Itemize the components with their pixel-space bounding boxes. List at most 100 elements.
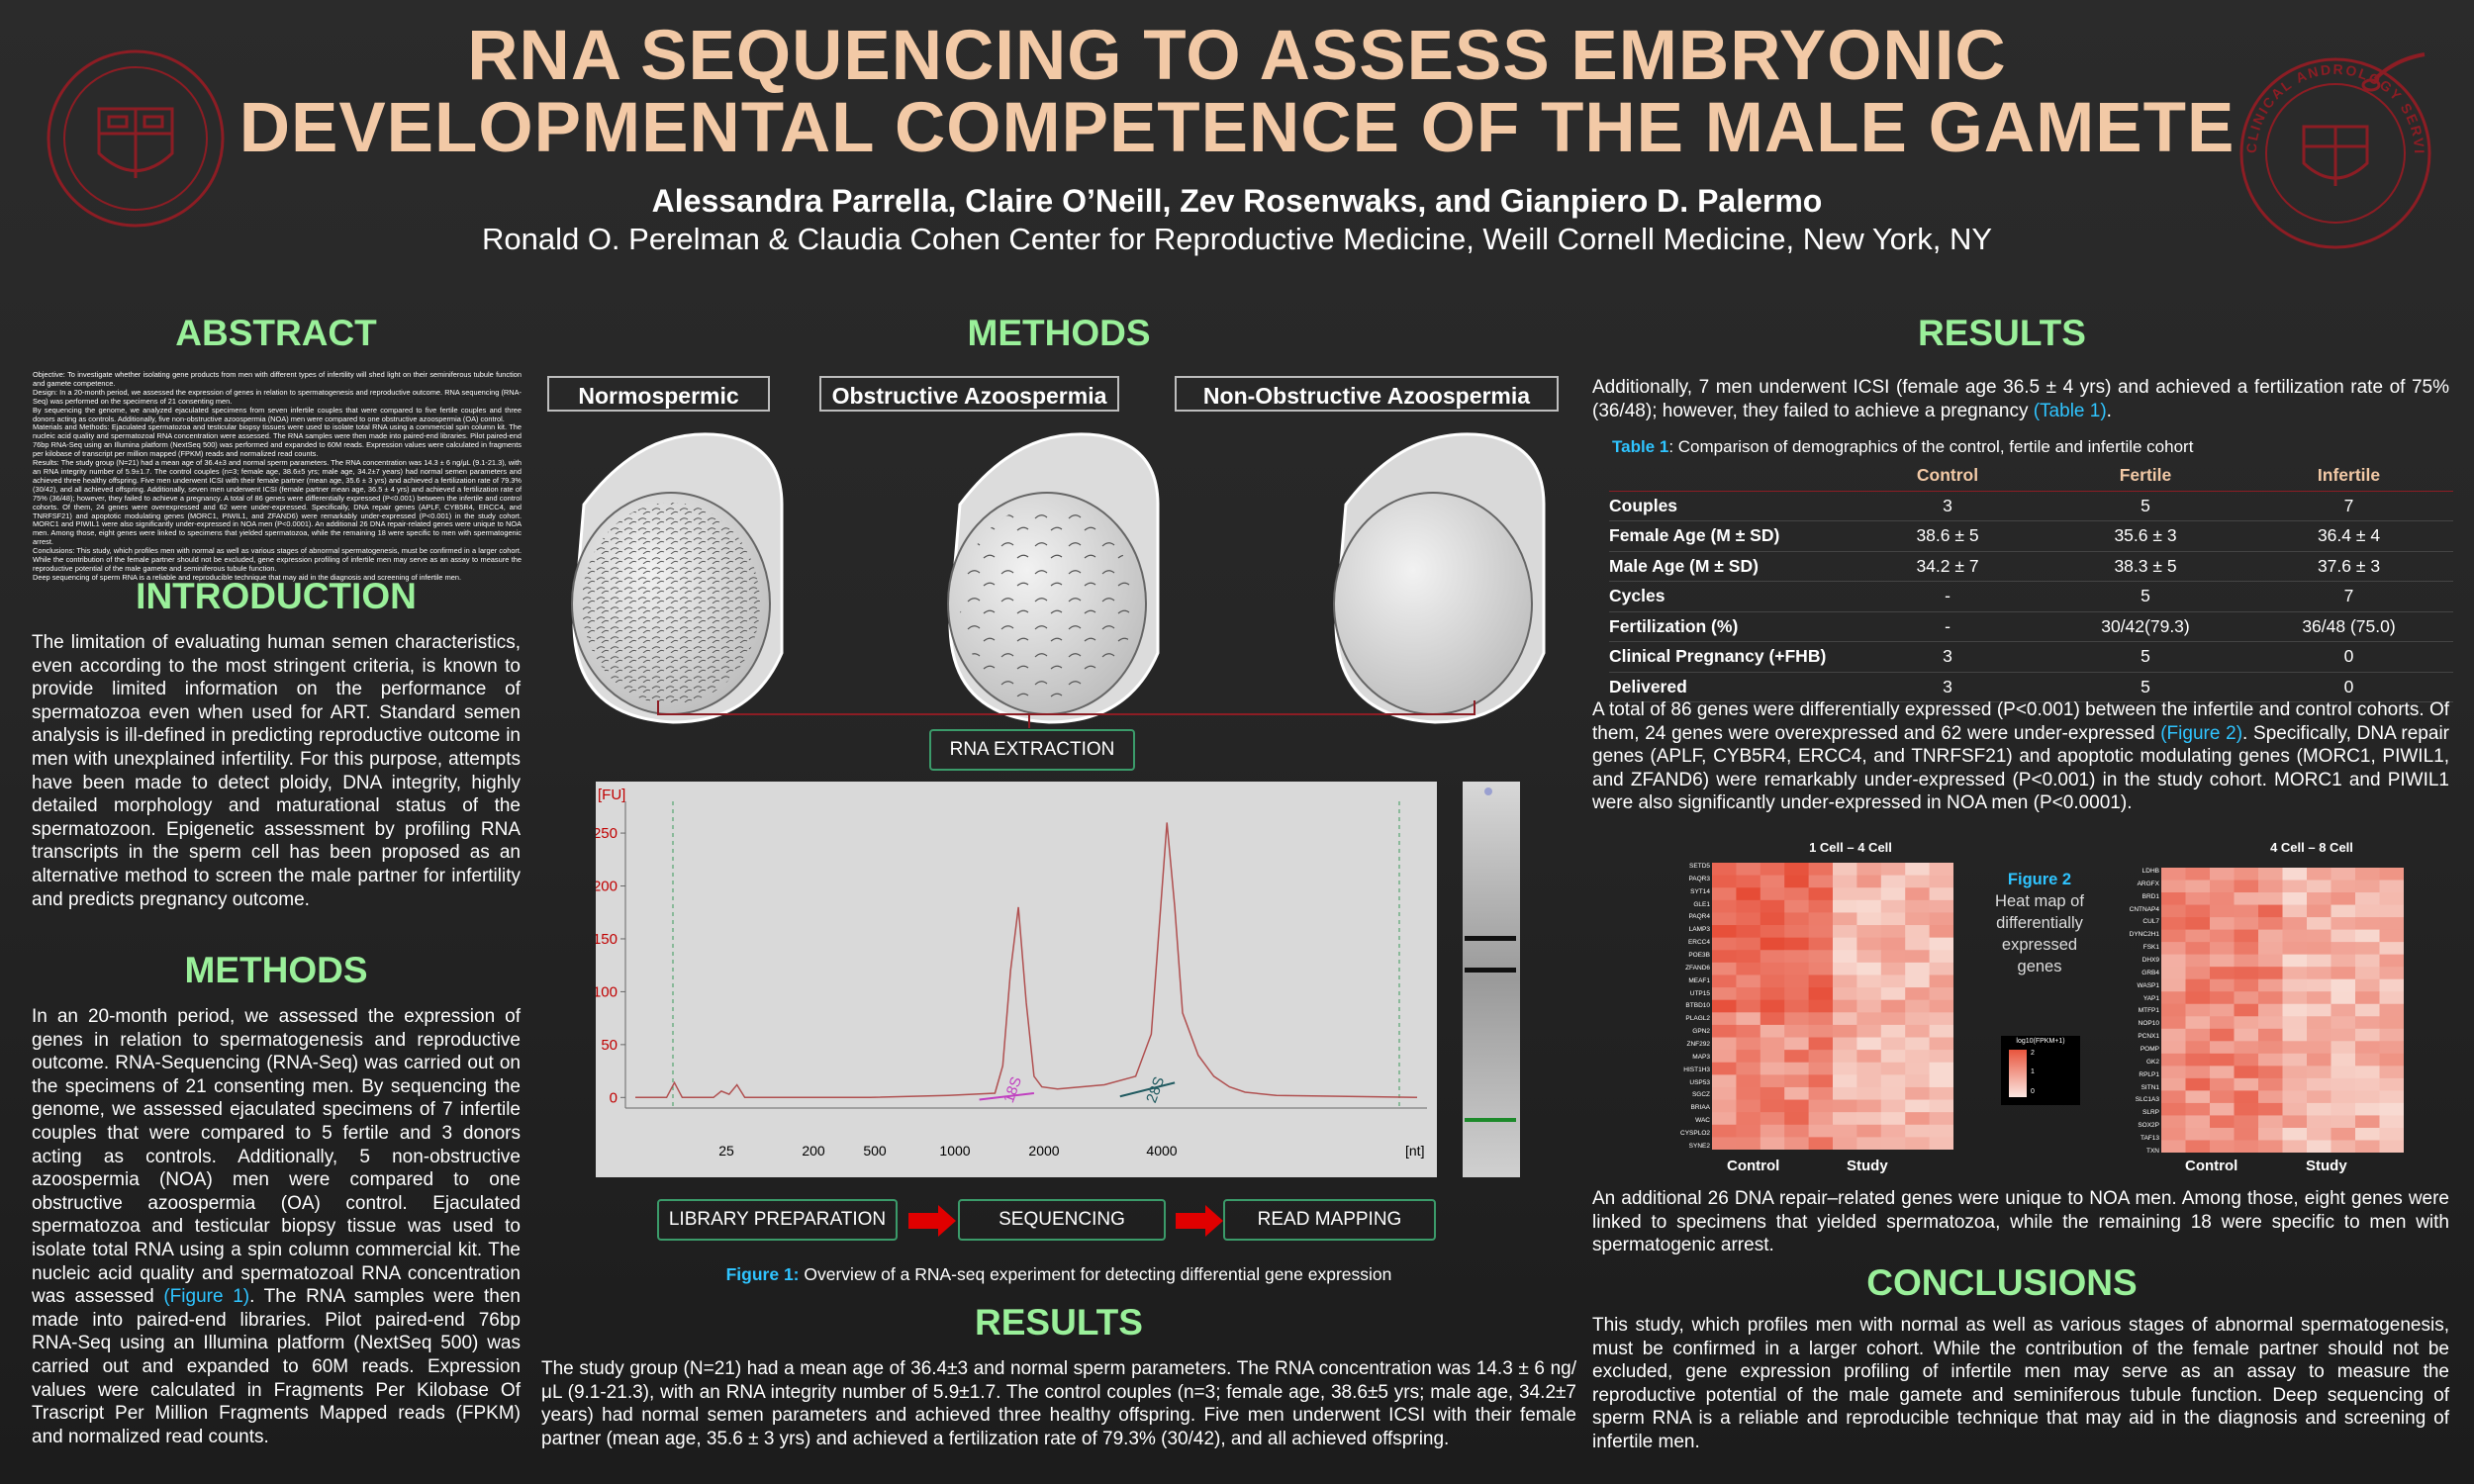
- heatmap-cell: [1712, 899, 1737, 913]
- heatmap-cell: [2258, 1041, 2283, 1055]
- heatmap-cell: [1880, 1037, 1906, 1051]
- heatmap-cell: [1736, 999, 1761, 1013]
- heatmap-cell: [2185, 917, 2211, 931]
- abstract-design: Design: In a 20-month period, we assesse…: [33, 387, 522, 406]
- heatmap-cell: [1929, 925, 1953, 939]
- heatmap-cell: [1784, 875, 1810, 888]
- heatmap-cell: [1808, 899, 1834, 913]
- abstract-conclusions: Conclusions: This study, which profiles …: [33, 546, 522, 573]
- chart-ylabel: [FU]: [598, 787, 625, 803]
- affiliation: Ronald O. Perelman & Claudia Cohen Cente…: [481, 222, 1993, 256]
- heatmap-cell: [2379, 1102, 2404, 1116]
- heatmap-cell: [1880, 1124, 1906, 1138]
- heatmap-cell: [2210, 1090, 2235, 1104]
- heatmap-cell: [2282, 1016, 2308, 1030]
- legend-title: log10(FPKM+1): [2016, 1038, 2065, 1045]
- heatmap-cell: [1736, 1112, 1761, 1126]
- rna-extraction-box: RNA EXTRACTION: [929, 729, 1135, 771]
- results-para-2-end: . Specifically, DNA repair genes (APLF, …: [1592, 722, 2449, 814]
- heatmap-cell: [2331, 942, 2356, 956]
- heatmap-cell: [2282, 904, 2308, 918]
- heatmap-cell: [1929, 899, 1953, 913]
- heatmap-cell: [1712, 1012, 1737, 1026]
- heatmap-cell: [2258, 917, 2283, 931]
- heatmap-cell: [2210, 904, 2235, 918]
- heatmap-cell: [1929, 962, 1953, 975]
- heatmap-cell: [2379, 978, 2404, 992]
- heatmap-cell: [2210, 1115, 2235, 1129]
- heatmap-cell: [2355, 929, 2380, 943]
- heatmap-cell: [1833, 899, 1857, 913]
- heatmap-cell: [2355, 917, 2380, 931]
- heatmap-cell: [1905, 863, 1931, 877]
- heatmap-cell: [1880, 1137, 1906, 1150]
- heatmap-cell: [2282, 917, 2308, 931]
- table-cell: 36.4 ± 4: [2317, 525, 2381, 546]
- table-header: Infertile: [2317, 465, 2381, 486]
- heatmap-cell: [1905, 925, 1931, 939]
- table-1-label: Table 1: [1612, 437, 1669, 456]
- heatmap-cell: [2379, 1003, 2404, 1017]
- abstract-materials: Materials and Methods: Ejaculated sperma…: [33, 422, 522, 459]
- heatmap-cell: [2282, 1090, 2308, 1104]
- heatmap-cell: [2185, 1090, 2211, 1104]
- heatmap-cell: [1905, 1012, 1931, 1026]
- heatmap-cell: [2282, 868, 2308, 881]
- heatmap-cell: [1833, 974, 1857, 988]
- heatmap-cell: [2331, 1066, 2356, 1079]
- heatmap-cell: [2307, 1102, 2331, 1116]
- heatmap-cell: [1905, 1050, 1931, 1064]
- heatmap-cell: [2307, 929, 2331, 943]
- heatmap-cell: [2282, 991, 2308, 1005]
- figure-2-citation[interactable]: (Figure 2): [2160, 722, 2243, 744]
- heatmap-cell: [1736, 887, 1761, 901]
- heatmap-cell: [1808, 1050, 1834, 1064]
- results-para-1-end: .: [2106, 400, 2112, 421]
- heatmap-cell: [1929, 974, 1953, 988]
- left-logo: [47, 49, 225, 228]
- heatmap-gene-label: BTBD10: [1685, 1002, 1710, 1010]
- heatmap-cell: [1808, 974, 1834, 988]
- heatmap-cell: [2258, 880, 2283, 893]
- y-tick-label: 200: [596, 879, 618, 895]
- heatmap-cell: [1760, 962, 1785, 975]
- tubule-obstructive: [947, 432, 1160, 724]
- table-header: Control: [1916, 465, 1979, 486]
- heatmap-cell: [2307, 1140, 2331, 1153]
- heatmap-cell: [1929, 887, 1953, 901]
- heatmap-cell: [1856, 1050, 1882, 1064]
- heatmap-cell: [1784, 974, 1810, 988]
- table-1-citation[interactable]: (Table 1): [2033, 400, 2107, 421]
- heatmap-cell: [2234, 1066, 2259, 1079]
- heatmap-cell: [2234, 880, 2259, 893]
- heatmap-cell: [2210, 1003, 2235, 1017]
- figure-1-citation[interactable]: (Figure 1): [163, 1286, 250, 1308]
- heatmap-cell: [2355, 978, 2380, 992]
- heatmap-cell: [2355, 1077, 2380, 1091]
- heatmap-gene-label: GK2: [2145, 1058, 2159, 1066]
- legend-color-bar: [2009, 1050, 2027, 1097]
- heatmap-cell: [2258, 1016, 2283, 1030]
- heatmap-cell: [2355, 904, 2380, 918]
- heatmap-cell: [1736, 1099, 1761, 1113]
- heatmap-cell: [2234, 929, 2259, 943]
- heatmap-cell: [1905, 987, 1931, 1001]
- heatmap-cell: [1784, 912, 1810, 926]
- heatmap-1: [1712, 863, 1953, 1150]
- heatmap-cell: [2331, 1140, 2356, 1153]
- heatmap-cell: [1808, 887, 1834, 901]
- heatmap-cell: [2307, 954, 2331, 968]
- heatmap-cell: [1808, 950, 1834, 964]
- chart-xlabel: [nt]: [1405, 1143, 1424, 1159]
- heatmap-cell: [2258, 1077, 2283, 1091]
- heatmap-gene-label: CNTNAP4: [2129, 905, 2159, 913]
- abstract-objective: Objective: To investigate whether isolat…: [33, 370, 522, 388]
- heatmap-cell: [1736, 863, 1761, 877]
- heatmap-cell: [1905, 962, 1931, 975]
- heatmap-cell: [2185, 991, 2211, 1005]
- title-line-1: RNA SEQUENCING TO ASSESS EMBRYONIC: [467, 17, 2007, 95]
- table-cell: 3: [1943, 676, 1952, 696]
- table-cell: 3: [1943, 495, 1952, 515]
- heatmap-cell: [2331, 1041, 2356, 1055]
- heatmap-cell: [2258, 868, 2283, 881]
